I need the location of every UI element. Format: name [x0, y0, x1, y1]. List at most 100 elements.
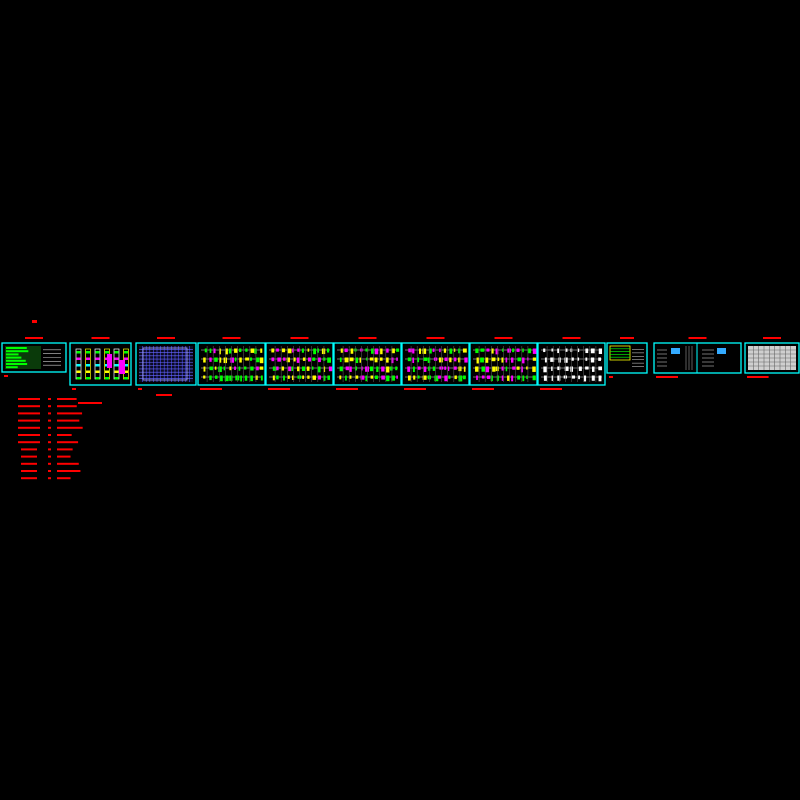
- member-mark: [276, 375, 279, 380]
- member-mark: [379, 357, 383, 361]
- member-mark: [327, 357, 332, 363]
- highlight-bar: [119, 360, 125, 374]
- index-number-mark: [48, 426, 51, 429]
- index-code-mark: [18, 412, 40, 415]
- member-mark: [564, 357, 568, 363]
- legend-bar: [6, 366, 18, 369]
- index-code-mark: [18, 426, 40, 429]
- sheet-caption-mark: [4, 375, 8, 377]
- sheet-title-mark: [620, 337, 634, 339]
- member-mark: [317, 375, 321, 380]
- member-mark: [244, 375, 248, 381]
- member-mark: [453, 348, 456, 352]
- member-mark: [259, 366, 264, 370]
- member-mark: [339, 375, 342, 380]
- member-mark: [522, 348, 524, 353]
- member-mark: [296, 357, 300, 363]
- rebar-mark: [86, 370, 90, 373]
- detail-block: [671, 348, 680, 354]
- member-mark: [578, 375, 580, 380]
- member-mark: [532, 366, 536, 372]
- member-mark: [376, 366, 379, 372]
- member-mark: [434, 375, 439, 382]
- member-mark: [245, 348, 248, 352]
- sheet-frame: [653, 342, 742, 374]
- member-mark: [422, 375, 427, 380]
- member-mark: [312, 375, 317, 380]
- member-mark: [447, 366, 450, 371]
- sheet-title-mark: [763, 337, 781, 339]
- member-mark: [516, 348, 520, 352]
- member-mark: [591, 375, 595, 381]
- origin-marker: [32, 320, 37, 323]
- member-mark: [209, 348, 212, 353]
- member-mark: [328, 366, 333, 372]
- member-mark: [577, 357, 580, 361]
- rebar-mark: [76, 377, 81, 380]
- sheet-5: [265, 342, 334, 386]
- rebar-mark: [76, 351, 81, 354]
- member-mark: [214, 357, 218, 362]
- legend-bar: [6, 350, 29, 353]
- member-mark: [428, 348, 432, 354]
- member-mark: [271, 357, 275, 362]
- index-number-mark: [48, 448, 51, 451]
- rebar-mark: [95, 377, 100, 380]
- member-mark: [350, 348, 354, 354]
- member-mark: [481, 375, 485, 379]
- member-mark: [203, 357, 206, 363]
- member-mark: [218, 366, 222, 373]
- member-mark: [495, 348, 499, 355]
- member-mark: [396, 348, 400, 352]
- member-mark: [511, 375, 514, 382]
- sheet-caption-mark: [540, 388, 562, 390]
- sheet-1: [1, 342, 67, 373]
- member-mark: [219, 357, 222, 363]
- drawing-index-list: [18, 394, 172, 480]
- sheet-frame: [265, 342, 334, 386]
- legend-bar: [6, 363, 28, 365]
- rebar-mark: [76, 357, 81, 360]
- elevation-background: [139, 346, 193, 382]
- member-mark: [526, 375, 528, 380]
- member-mark: [381, 375, 385, 380]
- member-mark: [271, 348, 275, 353]
- member-mark: [438, 357, 443, 363]
- member-mark: [287, 348, 292, 354]
- member-mark: [355, 357, 359, 364]
- member-mark: [444, 366, 447, 370]
- member-mark: [407, 375, 411, 381]
- index-number-mark: [48, 405, 51, 408]
- member-mark: [302, 357, 306, 361]
- rebar-mark: [114, 364, 119, 367]
- member-mark: [234, 348, 239, 353]
- member-mark: [423, 357, 428, 362]
- rebar-mark: [76, 370, 81, 373]
- member-mark: [229, 366, 232, 371]
- member-mark: [491, 357, 496, 362]
- member-mark: [354, 366, 358, 371]
- member-mark: [345, 366, 350, 371]
- member-mark: [307, 375, 310, 379]
- sheet-title-mark: [290, 337, 309, 339]
- member-mark: [283, 357, 286, 361]
- legend-bar: [6, 359, 26, 362]
- member-mark: [551, 348, 554, 352]
- member-mark: [396, 357, 398, 361]
- building-outline: [142, 347, 188, 381]
- member-mark: [526, 366, 529, 370]
- sheet-frame: [69, 342, 132, 386]
- rebar-mark: [114, 351, 119, 354]
- rebar-mark: [124, 370, 128, 373]
- sheet-frame: [606, 342, 648, 374]
- member-mark: [260, 375, 263, 381]
- member-mark: [464, 357, 468, 363]
- member-mark: [250, 375, 253, 382]
- member-mark: [240, 375, 242, 382]
- member-mark: [551, 366, 553, 371]
- member-mark: [407, 366, 411, 372]
- member-mark: [412, 366, 415, 373]
- member-mark: [321, 348, 326, 355]
- member-mark: [502, 348, 504, 352]
